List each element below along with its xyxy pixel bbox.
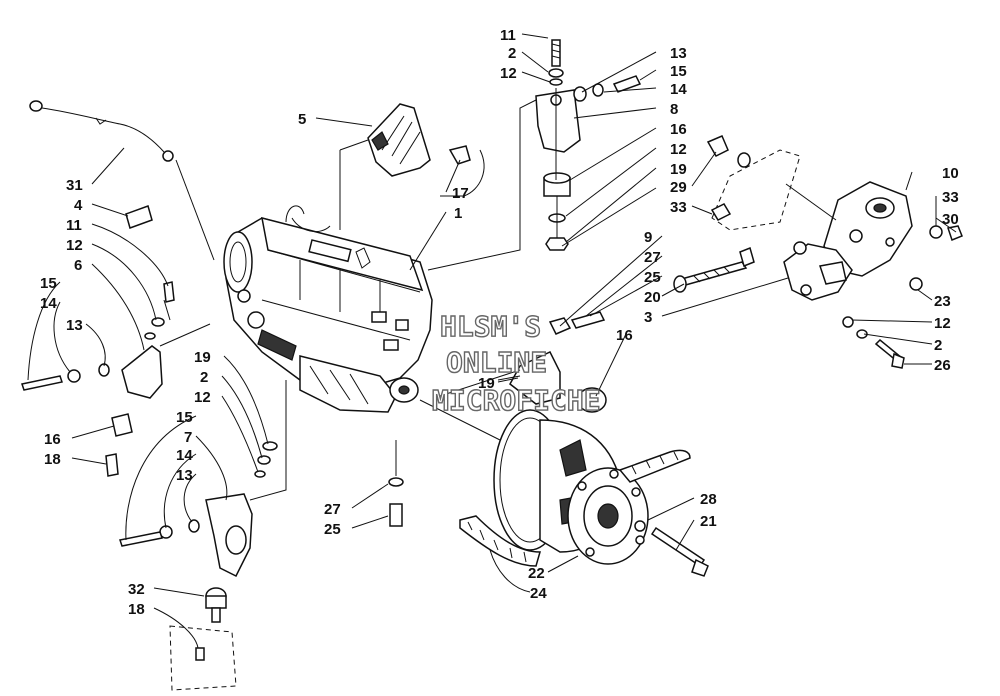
callout-13: 13 — [176, 467, 193, 484]
callout-16: 16 — [616, 327, 633, 344]
callout-15: 15 — [40, 275, 57, 292]
callout-7: 7 — [184, 429, 192, 446]
callout-5: 5 — [298, 111, 306, 128]
callout-labels: 11 2 12 13 15 14 8 16 12 19 5 17 1 31 4 … — [40, 27, 959, 618]
callout-28: 28 — [700, 491, 717, 508]
callout-2: 2 — [508, 45, 516, 62]
upper-mount-assembly — [427, 39, 642, 271]
callout-33: 33 — [670, 199, 687, 216]
callout-17: 17 — [452, 185, 469, 202]
callout-16: 16 — [670, 121, 687, 138]
callout-13: 13 — [66, 317, 83, 334]
bracket-5 — [339, 103, 485, 230]
callout-1: 1 — [454, 205, 462, 222]
callout-30: 30 — [942, 211, 959, 228]
callout-leaders — [27, 33, 957, 649]
callout-33: 33 — [942, 189, 959, 206]
callout-3: 3 — [644, 309, 652, 326]
watermark-line-2: ONLINE — [446, 346, 547, 379]
callout-14: 14 — [670, 81, 687, 98]
callout-19: 19 — [670, 161, 687, 178]
callout-12: 12 — [670, 141, 687, 158]
callout-12: 12 — [66, 237, 83, 254]
callout-10: 10 — [942, 165, 959, 182]
bolt-27-25 — [388, 440, 404, 527]
callout-21: 21 — [700, 513, 717, 530]
callout-23: 23 — [934, 293, 951, 310]
callout-22: 22 — [528, 565, 545, 582]
left-upper-mount — [21, 100, 215, 477]
callout-27: 27 — [324, 501, 341, 518]
callout-9: 9 — [644, 229, 652, 246]
callout-29: 29 — [670, 179, 687, 196]
callout-24: 24 — [530, 585, 547, 602]
center-bracket — [439, 311, 607, 413]
callout-14: 14 — [40, 295, 57, 312]
callout-13: 13 — [670, 45, 687, 62]
callout-25: 25 — [644, 269, 661, 286]
callout-18: 18 — [128, 601, 145, 618]
callout-2: 2 — [200, 369, 208, 386]
callout-19: 19 — [478, 375, 495, 392]
callout-4: 4 — [74, 197, 83, 214]
callout-6: 6 — [74, 257, 82, 274]
callout-25: 25 — [324, 521, 341, 538]
callout-26: 26 — [934, 357, 951, 374]
callout-8: 8 — [670, 101, 678, 118]
callout-14: 14 — [176, 447, 193, 464]
callout-12: 12 — [194, 389, 211, 406]
callout-20: 20 — [644, 289, 661, 306]
engine-assembly — [223, 205, 433, 413]
callout-15: 15 — [176, 409, 193, 426]
callout-15: 15 — [670, 63, 687, 80]
callout-16: 16 — [44, 431, 61, 448]
callout-11: 11 — [66, 217, 82, 234]
callout-32: 32 — [128, 581, 145, 598]
clutch-assembly — [419, 399, 709, 577]
callout-2: 2 — [934, 337, 942, 354]
callout-18: 18 — [44, 451, 61, 468]
callout-19: 19 — [194, 349, 211, 366]
callout-11: 11 — [500, 27, 516, 44]
callout-12: 12 — [934, 315, 951, 332]
callout-12: 12 — [500, 65, 517, 82]
watermark: HLSM'S ONLINE MICROFICHE — [431, 309, 601, 417]
right-bracket-assembly — [673, 135, 963, 369]
watermark-line-3: MICROFICHE — [432, 384, 601, 417]
watermark-line-1: HLSM'S — [440, 310, 541, 343]
callout-27: 27 — [644, 249, 661, 266]
left-lower-mount — [119, 380, 287, 691]
callout-31: 31 — [66, 177, 83, 194]
